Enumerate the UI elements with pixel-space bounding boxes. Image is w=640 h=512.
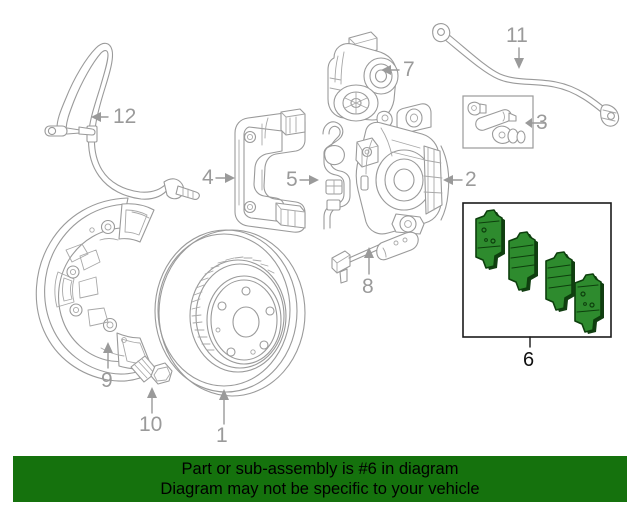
callout-label-8: 8 [362,275,374,298]
callout-label-4: 4 [202,166,214,189]
callout-arrow-10 [147,387,157,414]
callout-arrows [91,47,546,425]
part-brake-hose [432,23,620,127]
notice-banner: Part or sub-assembly is #6 in diagram Di… [13,456,627,502]
callout-arrow-9 [103,342,113,369]
parts-diagram: .ln { fill:none; stroke:#9a9a9a; stroke-… [35,23,620,425]
callout-label-2: 2 [465,168,477,191]
part-guide-pin-kit [462,95,534,149]
part-rotor-retaining-screw [130,355,173,385]
part-caliper-carrier [234,108,306,233]
part-brake-pad-set [462,202,612,348]
part-abs-speed-sensor [44,42,200,200]
callout-label-3: 3 [536,111,548,134]
callout-label-1: 1 [216,424,228,447]
callout-arrow-3 [525,118,546,128]
brake-pad-item [545,251,575,312]
callout-label-10: 10 [139,413,163,436]
callout-arrow-12 [91,112,109,122]
callout-label-11: 11 [506,24,528,47]
brake-pad-item [508,231,538,292]
part-brake-dust-shield [35,197,155,382]
callout-arrow-4 [215,173,235,183]
callout-label-5: 5 [286,168,298,191]
brake-pad-item [475,209,505,270]
callout-arrow-5 [299,175,319,185]
part-brake-pad-wear-sensor [331,231,419,284]
brake-pad-item [574,273,604,334]
notice-line-2: Diagram may not be specific to your vehi… [160,480,480,498]
callout-label-6: 6 [523,349,535,371]
callout-arrow-11 [514,47,524,69]
part-brake-caliper [355,103,450,235]
callout-label-12: 12 [113,105,137,128]
part-brake-rotor [154,229,306,397]
callout-arrow-8 [364,247,374,275]
part-parking-brake-actuator [327,31,399,128]
notice-line-1: Part or sub-assembly is #6 in diagram [181,460,459,478]
callout-label-9: 9 [101,369,113,392]
callout-arrow-7 [381,65,400,75]
callout-arrow-1 [219,389,229,425]
callout-label-7: 7 [403,58,415,81]
part-pad-retaining-spring [322,121,351,230]
callout-arrow-2 [443,175,463,185]
